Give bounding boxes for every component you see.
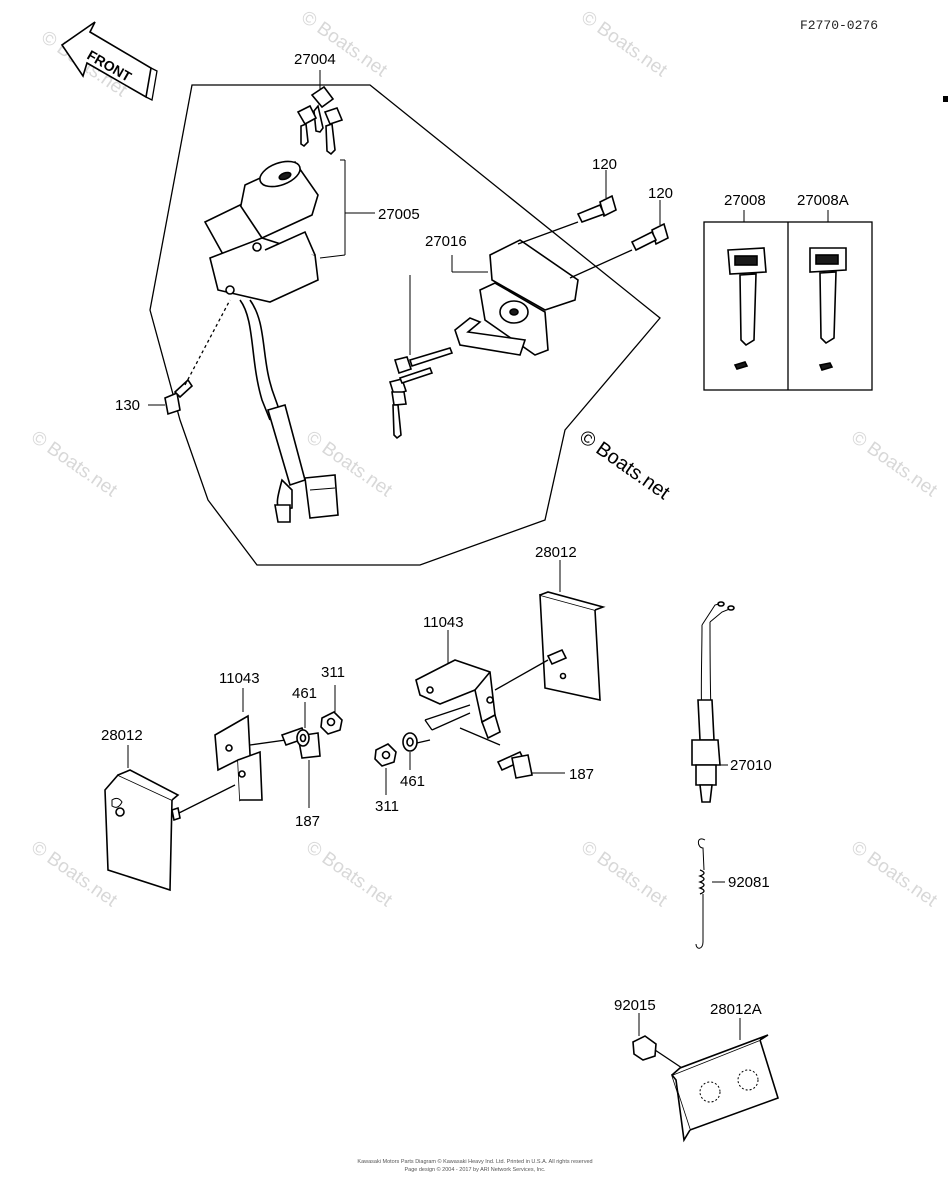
diagram-code: F2770-0276 — [800, 18, 878, 33]
ignition-group-outline — [149, 84, 661, 566]
key-blanks-box — [703, 210, 873, 391]
watermark: © Boats.net — [847, 837, 941, 912]
part-label-27016: 27016 — [425, 233, 467, 250]
part-label-120-lower: 120 — [648, 185, 673, 202]
part-label-461-left: 461 — [292, 685, 317, 702]
part-label-11043-right: 11043 — [423, 614, 464, 631]
helmet-lock-27016 — [388, 239, 579, 440]
watermark: © Boats.net — [302, 837, 396, 912]
fasteners-mid — [374, 732, 565, 795]
part-label-461-mid: 461 — [400, 773, 425, 790]
part-label-311-left: 311 — [321, 664, 345, 681]
part-label-27008: 27008 — [724, 192, 766, 209]
reflector-assembly-left — [104, 685, 343, 892]
part-label-187-left: 187 — [295, 813, 320, 830]
part-label-27005: 27005 — [378, 206, 420, 223]
watermark: © Boats.net — [27, 427, 121, 502]
bolt-130 — [148, 299, 231, 416]
part-label-187-mid: 187 — [569, 766, 594, 783]
part-label-120-upper: 120 — [592, 156, 617, 173]
watermark: © Boats.net — [577, 7, 671, 82]
part-label-130: 130 — [115, 397, 140, 414]
part-label-28012-left: 28012 — [101, 727, 143, 744]
footer-page-design: Page design © 2004 - 2017 by ARI Network… — [404, 1166, 545, 1173]
watermark: © Boats.net — [297, 7, 391, 82]
reflector-assembly-right — [407, 560, 606, 746]
part-label-27008A: 27008A — [797, 192, 849, 209]
edge-mark — [943, 96, 948, 102]
part-label-311-mid: 311 — [375, 798, 399, 815]
part-label-27010: 27010 — [730, 757, 772, 774]
watermarks: © Boats.net © Boats.net © Boats.net © Bo… — [27, 7, 941, 912]
part-label-92081: 92081 — [728, 874, 770, 891]
reflector-28012A — [632, 1013, 779, 1143]
ignition-keys-27004 — [296, 70, 344, 156]
part-labels: 27004 27005 27016 120 120 130 27008 2700… — [101, 51, 849, 1018]
part-label-28012A: 28012A — [710, 1001, 762, 1018]
watermark-main: © Boats.net — [575, 426, 674, 504]
part-label-27004: 27004 — [294, 51, 336, 68]
spring-92081 — [695, 838, 725, 949]
screws-120 — [517, 170, 669, 279]
watermark: © Boats.net — [847, 427, 941, 502]
part-label-92015: 92015 — [614, 997, 656, 1014]
part-label-11043-left: 11043 — [219, 670, 260, 687]
part-label-28012-top: 28012 — [535, 544, 577, 561]
ignition-switch-27005 — [203, 159, 375, 523]
footer-copyright: Kawasaki Motors Parts Diagram © Kawasaki… — [357, 1158, 592, 1165]
watermark: © Boats.net — [577, 837, 671, 912]
switch-27010 — [691, 601, 735, 803]
